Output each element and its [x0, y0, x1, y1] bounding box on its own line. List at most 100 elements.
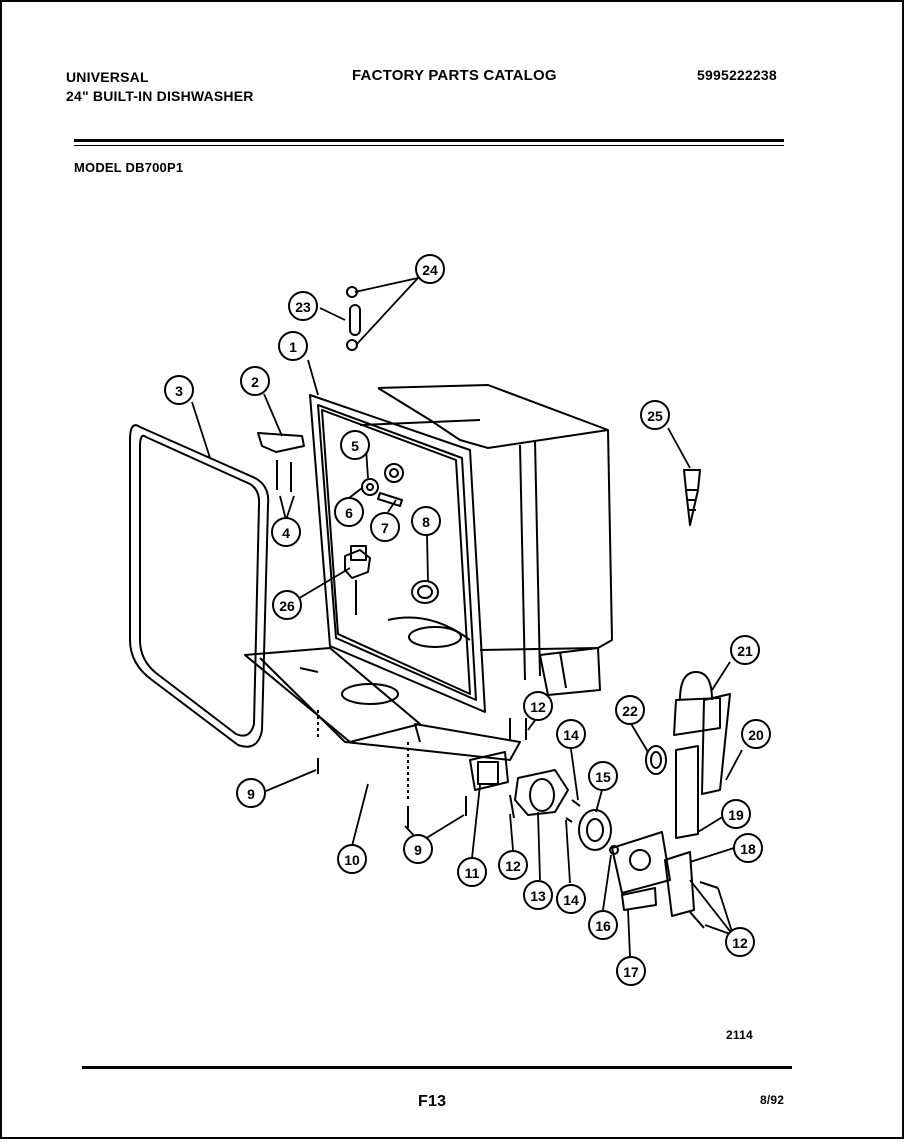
callout-label: 19 [728, 807, 744, 823]
tub-drawing [309, 384, 613, 713]
base-drawing [244, 647, 521, 761]
callout-20: 20 [741, 719, 771, 749]
footer-rule [82, 1066, 792, 1069]
callout-circle [411, 506, 441, 536]
callout-label: 12 [530, 699, 546, 715]
callout-label: 16 [595, 918, 611, 934]
callout-25: 25 [640, 400, 670, 430]
callout-circle [271, 517, 301, 547]
callout-circle [337, 844, 367, 874]
callout-label: 10 [344, 852, 360, 868]
callout-14: 14 [556, 719, 586, 749]
callout-label: 8 [422, 514, 430, 530]
callout-24: 24 [415, 254, 445, 284]
callout-label: 14 [563, 892, 579, 908]
callout-label: 11 [465, 865, 480, 881]
callout-label: 24 [422, 262, 438, 278]
header-rule-top [74, 139, 784, 142]
diagram-number: 2114 [726, 1028, 753, 1042]
callout-label: 17 [623, 964, 639, 980]
callout-13: 13 [523, 880, 553, 910]
callout-3: 3 [164, 375, 194, 405]
small-parts-drawing [344, 463, 404, 615]
callout-circle [615, 695, 645, 725]
callout-label: 3 [175, 383, 183, 399]
callout-label: 1 [289, 339, 297, 355]
callout-10: 10 [337, 844, 367, 874]
callout-6: 6 [334, 497, 364, 527]
vent-drawing [683, 469, 701, 526]
inlet-drawing [346, 286, 361, 351]
callout-label: 4 [282, 525, 290, 541]
callout-circle [556, 719, 586, 749]
callout-label: 12 [732, 935, 748, 951]
revision-date: 8/92 [760, 1093, 785, 1107]
callout-circle [721, 799, 751, 829]
callout-circle [403, 834, 433, 864]
header-rule-bottom [74, 145, 784, 146]
callout-circle [523, 880, 553, 910]
callout-circle [741, 719, 771, 749]
callout-label: 25 [647, 408, 663, 424]
callout-label: 21 [737, 643, 753, 659]
brackets-drawing [611, 671, 731, 929]
callout-19: 19 [721, 799, 751, 829]
page-number: F13 [418, 1093, 447, 1110]
callout-circle [616, 956, 646, 986]
callout-label: 15 [595, 769, 611, 785]
product-label: 24" BUILT-IN DISHWASHER [66, 88, 254, 104]
callout-circle [588, 910, 618, 940]
callout-circle [457, 857, 487, 887]
callout-circle [334, 497, 364, 527]
callout-circle [733, 833, 763, 863]
callout-circle [240, 366, 270, 396]
model-label: MODEL DB700P1 [74, 160, 184, 175]
callout-label: 20 [748, 727, 764, 743]
callout-14: 14 [556, 884, 586, 914]
callout-circle [340, 430, 370, 460]
catalog-number: 5995222238 [697, 67, 777, 83]
catalog-title: FACTORY PARTS CATALOG [352, 67, 557, 84]
screws-drawing [317, 710, 467, 828]
callout-15: 15 [588, 761, 618, 791]
callout-circle [164, 375, 194, 405]
callout-21: 21 [730, 635, 760, 665]
callout-22: 22 [615, 695, 645, 725]
callout-circle [288, 291, 318, 321]
callout-7: 7 [370, 512, 400, 542]
callout-circle [640, 400, 670, 430]
callout-2: 2 [240, 366, 270, 396]
callout-label: 18 [740, 841, 756, 857]
callout-16: 16 [588, 910, 618, 940]
callout-circle [236, 778, 266, 808]
callout-5: 5 [340, 430, 370, 460]
callout-circle [272, 590, 302, 620]
callout-12: 12 [523, 691, 553, 721]
callout-label: 12 [505, 858, 521, 874]
callout-1: 1 [278, 331, 308, 361]
callout-17: 17 [616, 956, 646, 986]
callout-label: 6 [345, 505, 353, 521]
callout-12: 12 [498, 850, 528, 880]
callout-circle [556, 884, 586, 914]
door-gasket-drawing [129, 424, 270, 748]
callout-18: 18 [733, 833, 763, 863]
callout-4: 4 [271, 517, 301, 547]
callout-12: 12 [725, 927, 755, 957]
callout-circle [588, 761, 618, 791]
callout-label: 13 [530, 888, 546, 904]
callout-label: 22 [622, 703, 638, 719]
pump-drawing [469, 718, 619, 855]
callout-label: 9 [414, 842, 422, 858]
leader-lines [191, 277, 743, 957]
callout-label: 14 [563, 727, 579, 743]
callout-label: 9 [247, 786, 255, 802]
callout-circle [730, 635, 760, 665]
callout-23: 23 [288, 291, 318, 321]
callout-11: 11 [457, 857, 487, 887]
hinge-drawing [257, 432, 305, 492]
callout-circle [370, 512, 400, 542]
